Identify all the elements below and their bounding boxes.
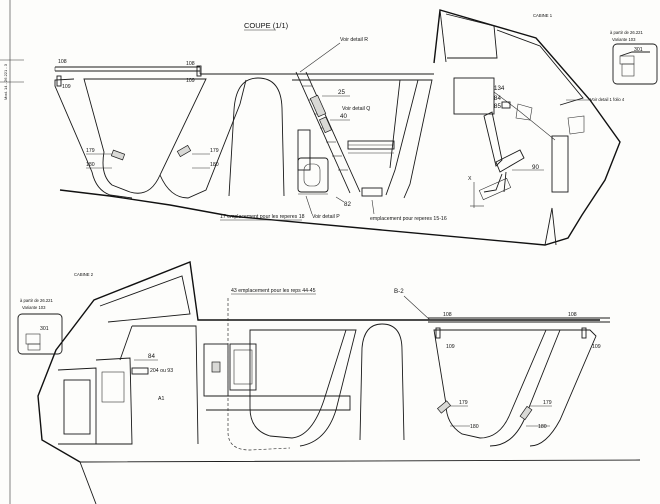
part-82: 82 (344, 201, 351, 208)
bottom-body-outline (37, 261, 600, 463)
bottom-section: CABINE 2 (17, 261, 641, 504)
part-84-top: 84 (494, 95, 501, 102)
arch-pillar-bottom (359, 323, 405, 441)
part-109-top-right: 109 (186, 78, 195, 84)
part-109-top-left: 109 (62, 84, 71, 90)
part-40: 40 (340, 113, 347, 120)
part-108-top-left: 108 (58, 59, 67, 65)
ladder-assembly (295, 71, 361, 194)
part-179-top-b: 179 (210, 148, 219, 154)
truss-b (292, 79, 419, 196)
cab2-center-assembly (203, 298, 351, 451)
ref-voir-detail-p: Voir detail P (312, 214, 340, 220)
part-134: 134 (494, 85, 505, 92)
part-84-bottom: 84 (148, 353, 155, 360)
margin-text: Mod. 14 - 26.221 - 3 (3, 63, 8, 100)
top-part-labels: 108 109 108 109 179 180 179 180 25 40 82… (56, 59, 544, 208)
ref-voir-detail-q: Voir detail Q (342, 106, 370, 112)
part-179-bottom-b: 179 (543, 400, 552, 406)
part-108-bottom-left: 108 (443, 312, 452, 318)
ref-empl-reperes-15: emplacement pour reperes 15-16 (370, 216, 447, 222)
ref-voir-detail-r: Voir detail R (340, 37, 368, 43)
part-109-bottom-right: 109 (592, 344, 601, 350)
part-179-top-a: 179 (86, 148, 95, 154)
cabin2-label: CABINE 2 (74, 272, 94, 277)
arch-pillar-top (228, 77, 285, 197)
driver-seat (453, 77, 585, 201)
part-180-top-b: 180 (210, 162, 219, 168)
variant-top-line1: à partir de 26.221 (610, 30, 643, 35)
cabin1-label: CABINE 1 (533, 13, 553, 18)
roof-rail-top (54, 66, 434, 75)
part-180-top-a: 180 (86, 162, 95, 168)
ref-b2: B-2 (394, 288, 404, 295)
title-margin: Mod. 14 - 26.221 - 3 (0, 0, 24, 504)
ref-empl-reperes-18: 17 emplacement pour les reperes 18 (220, 214, 305, 220)
part-179-bottom-a: 179 (459, 400, 468, 406)
variant-inset-bottom: à partir de 26.221 Variante 103 301 (17, 298, 63, 355)
part-204-ou-93: 204 ou 93 (150, 368, 173, 374)
top-body-outline (59, 9, 621, 246)
ref-x-top: X (468, 176, 472, 182)
part-108-bottom-right: 108 (568, 312, 577, 318)
truss-a (83, 78, 207, 194)
part-85: 85 (494, 103, 501, 110)
section-title: COUPE (1/1) (244, 21, 289, 30)
ref-a1: A1 (158, 396, 164, 402)
variant-top-line2: Variante 103 (612, 37, 636, 42)
seat-p (297, 129, 329, 195)
roof-rail-bottom (428, 317, 610, 323)
bottom-part-labels: 108 109 108 109 179 180 179 180 84 204 o… (131, 312, 601, 430)
truss-c (249, 329, 347, 439)
variant-bottom-line1: à partir de 26.221 (20, 298, 53, 303)
part-108-top-right: 108 (186, 61, 195, 67)
truss-d (433, 329, 547, 439)
variant-bottom-line2: Variante 103 (22, 305, 46, 310)
top-section: COUPE (1/1) CABINE 1 (54, 9, 658, 246)
variant-inset-top: à partir de 26.221 Variante 103 301 (610, 30, 658, 85)
part-90: 90 (532, 164, 539, 171)
part-180-bottom-a: 180 (470, 424, 479, 430)
bench-q (347, 140, 395, 197)
part-25: 25 (338, 89, 345, 96)
ref-empl-reps-44: 43 emplacement pour les reps 44-45 (231, 288, 316, 294)
variant-top-part: 301 (634, 47, 643, 53)
part-180-bottom-b: 180 (538, 424, 547, 430)
variant-bottom-part: 301 (40, 326, 49, 332)
part-109-bottom-left: 109 (446, 344, 455, 350)
ref-voir-detail-1: Voir detail 1 folio 4 (590, 97, 625, 102)
